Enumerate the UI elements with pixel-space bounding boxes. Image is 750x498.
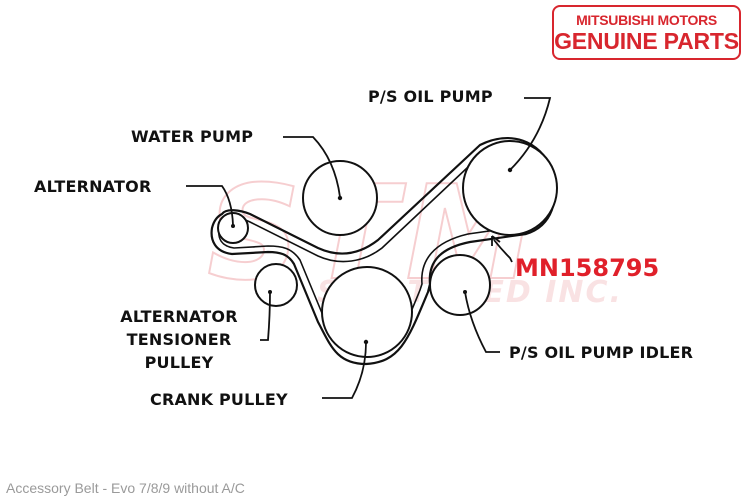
- belt-inner-edge: [218, 144, 549, 357]
- pulleys: [217, 140, 558, 358]
- label-ps-oil-pump: P/S OIL PUMP: [368, 87, 493, 106]
- label-tensioner-line-3: PULLEY: [144, 353, 214, 372]
- label-alternator: ALTERNATOR: [34, 177, 152, 196]
- logo-line-2: GENUINE PARTS: [554, 28, 739, 54]
- pulley-centers: [231, 167, 513, 345]
- mitsubishi-genuine-parts-logo: MITSUBISHI MOTORS GENUINE PARTS: [552, 5, 741, 60]
- logo-line-1: MITSUBISHI MOTORS: [576, 12, 717, 28]
- leader-lines: [186, 97, 552, 399]
- label-water-pump: WATER PUMP: [131, 127, 254, 146]
- image-caption: Accessory Belt - Evo 7/8/9 without A/C: [6, 480, 245, 496]
- label-ps-oil-pump-idler: P/S OIL PUMP IDLER: [509, 343, 694, 362]
- label-tensioner-line-1: ALTERNATOR: [120, 307, 238, 326]
- label-crank-pulley: CRANK PULLEY: [150, 390, 288, 409]
- part-number-label: MN158795: [515, 254, 660, 282]
- label-alternator-tensioner-pulley: ALTERNATOR TENSIONER PULLEY: [106, 309, 252, 371]
- alternator-tensioner-pulley: [254, 263, 298, 307]
- ps-oil-pump-pulley: [462, 140, 558, 236]
- crank-pulley: [321, 266, 413, 358]
- ps-oil-pump-idler-pulley: [429, 254, 491, 316]
- label-tensioner-line-2: TENSIONER: [126, 330, 232, 349]
